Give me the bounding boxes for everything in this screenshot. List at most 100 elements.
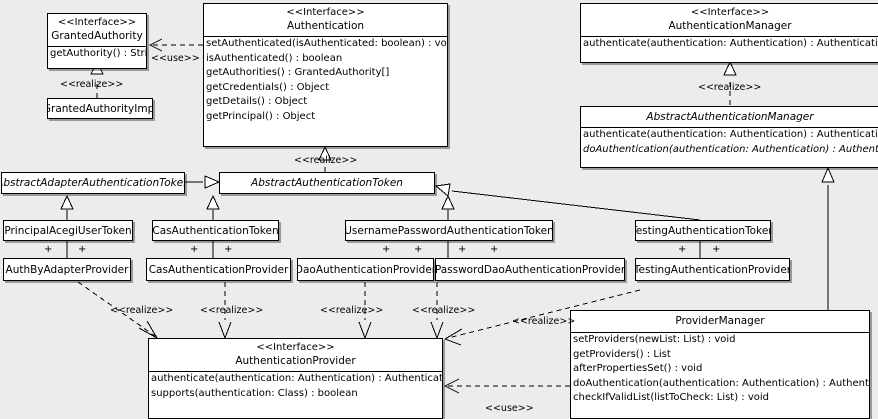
relationship-label-realize-grantedauthorityimpl: <<realize>> bbox=[60, 79, 124, 90]
compartment-divider bbox=[204, 36, 447, 37]
class-header: PrincipalAcegiUserToken bbox=[4, 221, 132, 240]
class-header: <<Interface>> Authentication bbox=[204, 4, 447, 36]
class-authentication[interactable]: <<Interface>> Authentication setAuthenti… bbox=[203, 3, 448, 147]
operations-compartment: getAuthority() : String bbox=[48, 47, 146, 62]
class-auth-by-adapter-provider[interactable]: AuthByAdapterProvider bbox=[3, 258, 131, 281]
relationship-label-realize-cas: <<realize>> bbox=[200, 305, 264, 316]
class-header: AbstractAuthenticationToken bbox=[220, 173, 434, 193]
operation: getAuthority() : String bbox=[50, 48, 146, 59]
class-principal-acegi-user-token[interactable]: PrincipalAcegiUserToken bbox=[3, 220, 133, 241]
class-header: AbstractAuthenticationManager bbox=[581, 107, 878, 127]
class-name: AbstractAuthenticationToken bbox=[251, 177, 403, 189]
stereotype-label: <<Interface>> bbox=[286, 7, 365, 18]
operation: isAuthenticated() : boolean bbox=[206, 52, 343, 64]
class-name: TestingAuthenticationToken bbox=[635, 224, 771, 237]
class-cas-authentication-token[interactable]: CasAuthenticationToken bbox=[152, 220, 279, 241]
class-name: DaoAuthenticationProvider bbox=[297, 263, 434, 276]
relationship-label-realize-providermanager: <<realize>> bbox=[512, 316, 576, 327]
association-mark-plus: + bbox=[382, 244, 391, 255]
class-header: AbstractAdapterAuthenticationToken bbox=[2, 173, 184, 193]
association-mark-plus: + bbox=[712, 244, 721, 255]
compartment-divider bbox=[581, 127, 878, 128]
class-granted-authority[interactable]: <<Interface>> GrantedAuthority getAuthor… bbox=[47, 13, 147, 69]
class-username-password-authentication-token[interactable]: UsernamePasswordAuthenticationToken bbox=[345, 220, 553, 241]
relationship-label-use-providermanager-authenticationprovider: <<use>> bbox=[485, 403, 534, 414]
association-mark-plus: + bbox=[44, 244, 53, 255]
class-name: AuthenticationManager bbox=[668, 20, 792, 32]
class-header: DaoAuthenticationProvider bbox=[298, 259, 433, 280]
association-mark-plus: + bbox=[490, 244, 499, 255]
operation: authenticate(authentication: Authenticat… bbox=[583, 38, 878, 49]
class-name: AbstractAdapterAuthenticationToken bbox=[1, 177, 185, 189]
class-provider-manager[interactable]: ProviderManager setProviders(newList: Li… bbox=[570, 310, 870, 419]
class-header: TestingAuthenticationProvider bbox=[636, 259, 789, 280]
class-name: TestingAuthenticationProvider bbox=[635, 263, 790, 276]
operation: authenticate(authentication: Authenticat… bbox=[583, 129, 878, 140]
class-header: <<Interface>> AuthenticationManager bbox=[581, 4, 878, 36]
class-header: <<Interface>> AuthenticationProvider bbox=[149, 339, 442, 371]
class-testing-authentication-token[interactable]: TestingAuthenticationToken bbox=[635, 220, 771, 241]
relationship-label-use-authentication-grantedauthority: <<use>> bbox=[151, 53, 200, 64]
class-name: AuthenticationProvider bbox=[235, 355, 356, 367]
class-name: AuthByAdapterProvider bbox=[5, 263, 129, 276]
class-header: CasAuthenticationToken bbox=[153, 221, 278, 240]
relationship-label-realize-passworddao: <<realize>> bbox=[412, 305, 476, 316]
operation-abstract: doAuthentication(authentication: Authent… bbox=[583, 143, 878, 155]
association-mark-plus: + bbox=[224, 244, 233, 255]
operations-compartment: authenticate(authentication: Authenticat… bbox=[581, 37, 878, 52]
class-name: CasAuthenticationProvider bbox=[148, 263, 289, 276]
class-abstract-adapter-authentication-token[interactable]: AbstractAdapterAuthenticationToken bbox=[1, 172, 185, 194]
class-granted-authority-impl[interactable]: GrantedAuthorityImpl bbox=[47, 98, 153, 119]
operation: getCredentials() : Object bbox=[206, 81, 330, 93]
class-authentication-manager[interactable]: <<Interface>> AuthenticationManager auth… bbox=[580, 3, 878, 63]
compartment-divider bbox=[149, 371, 442, 372]
operations-compartment: setProviders(newList: List) : void getPr… bbox=[571, 333, 869, 406]
class-name: ProviderManager bbox=[675, 315, 765, 327]
operation: setAuthenticated(isAuthenticated: boolea… bbox=[206, 38, 448, 49]
operation: checkIfValidList(listToCheck: List) : vo… bbox=[573, 392, 770, 403]
class-abstract-authentication-manager[interactable]: AbstractAuthenticationManager authentica… bbox=[580, 106, 878, 168]
class-authentication-provider[interactable]: <<Interface>> AuthenticationProvider aut… bbox=[148, 338, 443, 419]
class-name: PrincipalAcegiUserToken bbox=[4, 224, 132, 237]
relationship-label-realize-abstractauthenticationmanager: <<realize>> bbox=[698, 82, 762, 93]
class-name: Authentication bbox=[286, 20, 365, 32]
compartment-divider bbox=[48, 46, 146, 47]
association-mark-plus: + bbox=[414, 244, 423, 255]
class-header: UsernamePasswordAuthenticationToken bbox=[346, 221, 552, 240]
class-name: GrantedAuthority bbox=[51, 30, 143, 42]
operation: getPrincipal() : Object bbox=[206, 110, 316, 122]
class-password-dao-authentication-provider[interactable]: PasswordDaoAuthenticationProvider bbox=[435, 258, 625, 281]
class-header: PasswordDaoAuthenticationProvider bbox=[436, 259, 624, 280]
class-testing-authentication-provider[interactable]: TestingAuthenticationProvider bbox=[635, 258, 790, 281]
class-header: CasAuthenticationProvider bbox=[147, 259, 290, 280]
class-abstract-authentication-token[interactable]: AbstractAuthenticationToken bbox=[219, 172, 435, 194]
operations-compartment: authenticate(authentication: Authenticat… bbox=[149, 372, 442, 401]
class-name: AbstractAuthenticationManager bbox=[646, 111, 814, 123]
operation: doAuthentication(authentication: Authent… bbox=[573, 377, 870, 389]
operation: getAuthorities() : GrantedAuthority[] bbox=[206, 67, 390, 78]
class-name: CasAuthenticationToken bbox=[152, 224, 279, 237]
operation: getDetails() : Object bbox=[206, 96, 308, 107]
class-dao-authentication-provider[interactable]: DaoAuthenticationProvider bbox=[297, 258, 434, 281]
association-mark-plus: + bbox=[678, 244, 687, 255]
class-header: ProviderManager bbox=[571, 311, 869, 332]
association-mark-plus: + bbox=[458, 244, 467, 255]
relationship-label-realize-dao: <<realize>> bbox=[320, 305, 384, 316]
compartment-divider bbox=[581, 36, 878, 37]
relationship-label-realize-abstractauthenticationtoken: <<realize>> bbox=[294, 155, 358, 166]
class-cas-authentication-provider[interactable]: CasAuthenticationProvider bbox=[146, 258, 291, 281]
class-header: GrantedAuthorityImpl bbox=[48, 99, 152, 118]
class-header: <<Interface>> GrantedAuthority bbox=[48, 14, 146, 46]
stereotype-label: <<Interface>> bbox=[57, 17, 137, 28]
operations-compartment: authenticate(authentication: Authenticat… bbox=[581, 128, 878, 157]
class-name: GrantedAuthorityImpl bbox=[47, 102, 153, 115]
stereotype-label: <<Interface>> bbox=[256, 342, 335, 353]
operations-compartment: setAuthenticated(isAuthenticated: boolea… bbox=[204, 37, 447, 124]
stereotype-label: <<Interface>> bbox=[690, 7, 770, 18]
relationship-label-realize-authbyadapter: <<realize>> bbox=[110, 305, 174, 316]
class-header: AuthByAdapterProvider bbox=[4, 259, 130, 280]
association-mark-plus: + bbox=[190, 244, 199, 255]
compartment-divider bbox=[571, 332, 869, 333]
class-name: PasswordDaoAuthenticationProvider bbox=[435, 263, 625, 276]
